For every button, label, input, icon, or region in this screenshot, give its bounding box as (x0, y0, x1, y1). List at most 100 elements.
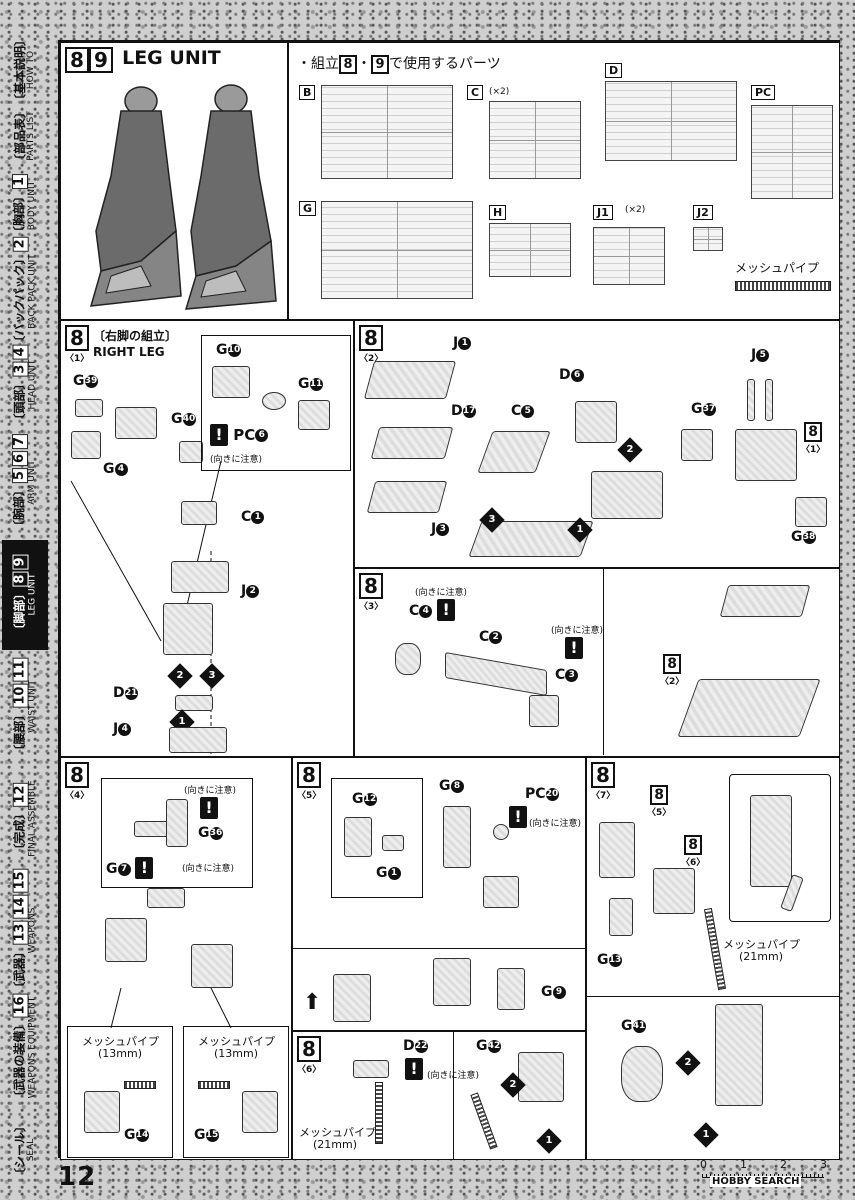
tab-how-to[interactable]: 〔基本説明〕HOW TO (12, 33, 36, 107)
runner-b (321, 85, 453, 179)
runner-c-qty: (×2) (489, 87, 510, 97)
runner-tag-pc: PC (751, 85, 776, 100)
step-sub: 〈4〉 (65, 791, 90, 801)
runner-tag-d: D (605, 63, 623, 78)
part-j1 (363, 361, 457, 399)
label-g12: G12 (352, 791, 377, 807)
mesh-pipe-length: (21mm) (313, 1138, 358, 1151)
part-hip-link (147, 888, 185, 908)
part-g13 (609, 898, 633, 936)
part-g36 (166, 799, 188, 847)
part-d22 (353, 1060, 389, 1078)
mesh-pipe-inset-b: メッシュパイプ (13mm) G15 (183, 1026, 289, 1158)
label-g41: G41 (621, 1018, 646, 1034)
ref-step-8-1: 8〈1〉 (801, 422, 826, 455)
ref-step-8-2: 8〈2〉 (660, 654, 685, 687)
runner-tag-j2: J2 (693, 205, 713, 220)
part-c1 (181, 501, 217, 525)
runner-tag-j1: J1 (593, 205, 613, 220)
part-g40 (179, 441, 203, 463)
warning-icon: ! (509, 806, 527, 828)
warning-icon: ! (135, 857, 154, 879)
part-j3 (366, 481, 448, 513)
step-8-1-title: 〔右脚の組立〕 (93, 329, 178, 343)
part-g10 (212, 366, 250, 398)
part-knee-joint (483, 876, 519, 908)
sequence-3-icon: 3 (199, 663, 225, 689)
step-8-7-panel: 8〈7〉 8〈5〉 8〈6〉 G13 メッシュパイプ (21mm) G41 2 … (586, 757, 840, 1160)
mesh-pipe-21mm (470, 1092, 498, 1150)
part-leg-frame (715, 1004, 763, 1106)
runner-pc (751, 105, 833, 199)
part-knee-halves-a (433, 958, 471, 1006)
step-8-7-inset (729, 774, 831, 922)
part-toe-cover (719, 585, 811, 617)
mesh-pipe-label: メッシュパイプ (735, 261, 820, 275)
part-g39 (75, 399, 103, 417)
part-c4 (395, 643, 421, 675)
sequence-1-icon: 1 (536, 1128, 562, 1154)
step-sub: 〈6〉 (297, 1065, 322, 1075)
step-number: 8 (297, 762, 321, 788)
mesh-pipe-label: メッシュパイプ (299, 1126, 376, 1139)
label-g13: G13 (597, 952, 622, 968)
page-number: 12 (58, 1162, 97, 1192)
part-j2 (171, 561, 229, 593)
step-8-6-panel: 8〈6〉 D22 ! (向きに注意) メッシュパイプ (21mm) G42 2 … (292, 1031, 586, 1160)
runner-j1 (593, 227, 665, 285)
runner-tag-g: G (299, 201, 317, 216)
sequence-2-icon: 2 (500, 1072, 526, 1098)
part-d17 (370, 427, 454, 459)
part-g11 (298, 400, 330, 430)
scale-ruler: 0 1 2 3 HOBBY SEARCH (700, 1158, 827, 1187)
runner-j1-qty: (×2) (625, 205, 646, 215)
sequence-2-icon: 2 (675, 1050, 701, 1076)
part-g7 (134, 821, 170, 837)
tab-parts-list[interactable]: 〔部品表〕PARTS LIST (12, 105, 36, 167)
part-g15 (242, 1091, 278, 1133)
orientation-note: (向きに注意) (184, 786, 237, 796)
warning-icon: ! (210, 424, 228, 446)
orientation-note: (向きに注意) (182, 864, 235, 874)
label-g15: G15 (194, 1127, 219, 1143)
mesh-pipe-length: (21mm) (739, 950, 784, 963)
label-g37: G37 (691, 401, 716, 417)
warning-icon: ! (565, 637, 583, 659)
label-pc20: PC20 (525, 786, 559, 802)
runner-h (489, 223, 571, 277)
label-g39: G39 (73, 373, 98, 389)
label-g11: G11 (298, 376, 323, 392)
ref-step-8-5: 8〈5〉 (647, 785, 672, 818)
label-g42: G42 (476, 1038, 501, 1054)
sequence-1-icon: 1 (567, 517, 593, 543)
sequence-3-icon: 3 (479, 507, 505, 533)
part-c3 (529, 695, 559, 727)
part-j4 (169, 727, 227, 753)
part-knee-completed (333, 974, 371, 1022)
part-g41 (621, 1046, 663, 1102)
step-8-6-detail: G42 2 1 (453, 1032, 586, 1159)
part-knee-block (115, 407, 157, 439)
tab-seal[interactable]: 〔シール〕SEAL (12, 1119, 36, 1181)
part-g37 (681, 429, 713, 461)
